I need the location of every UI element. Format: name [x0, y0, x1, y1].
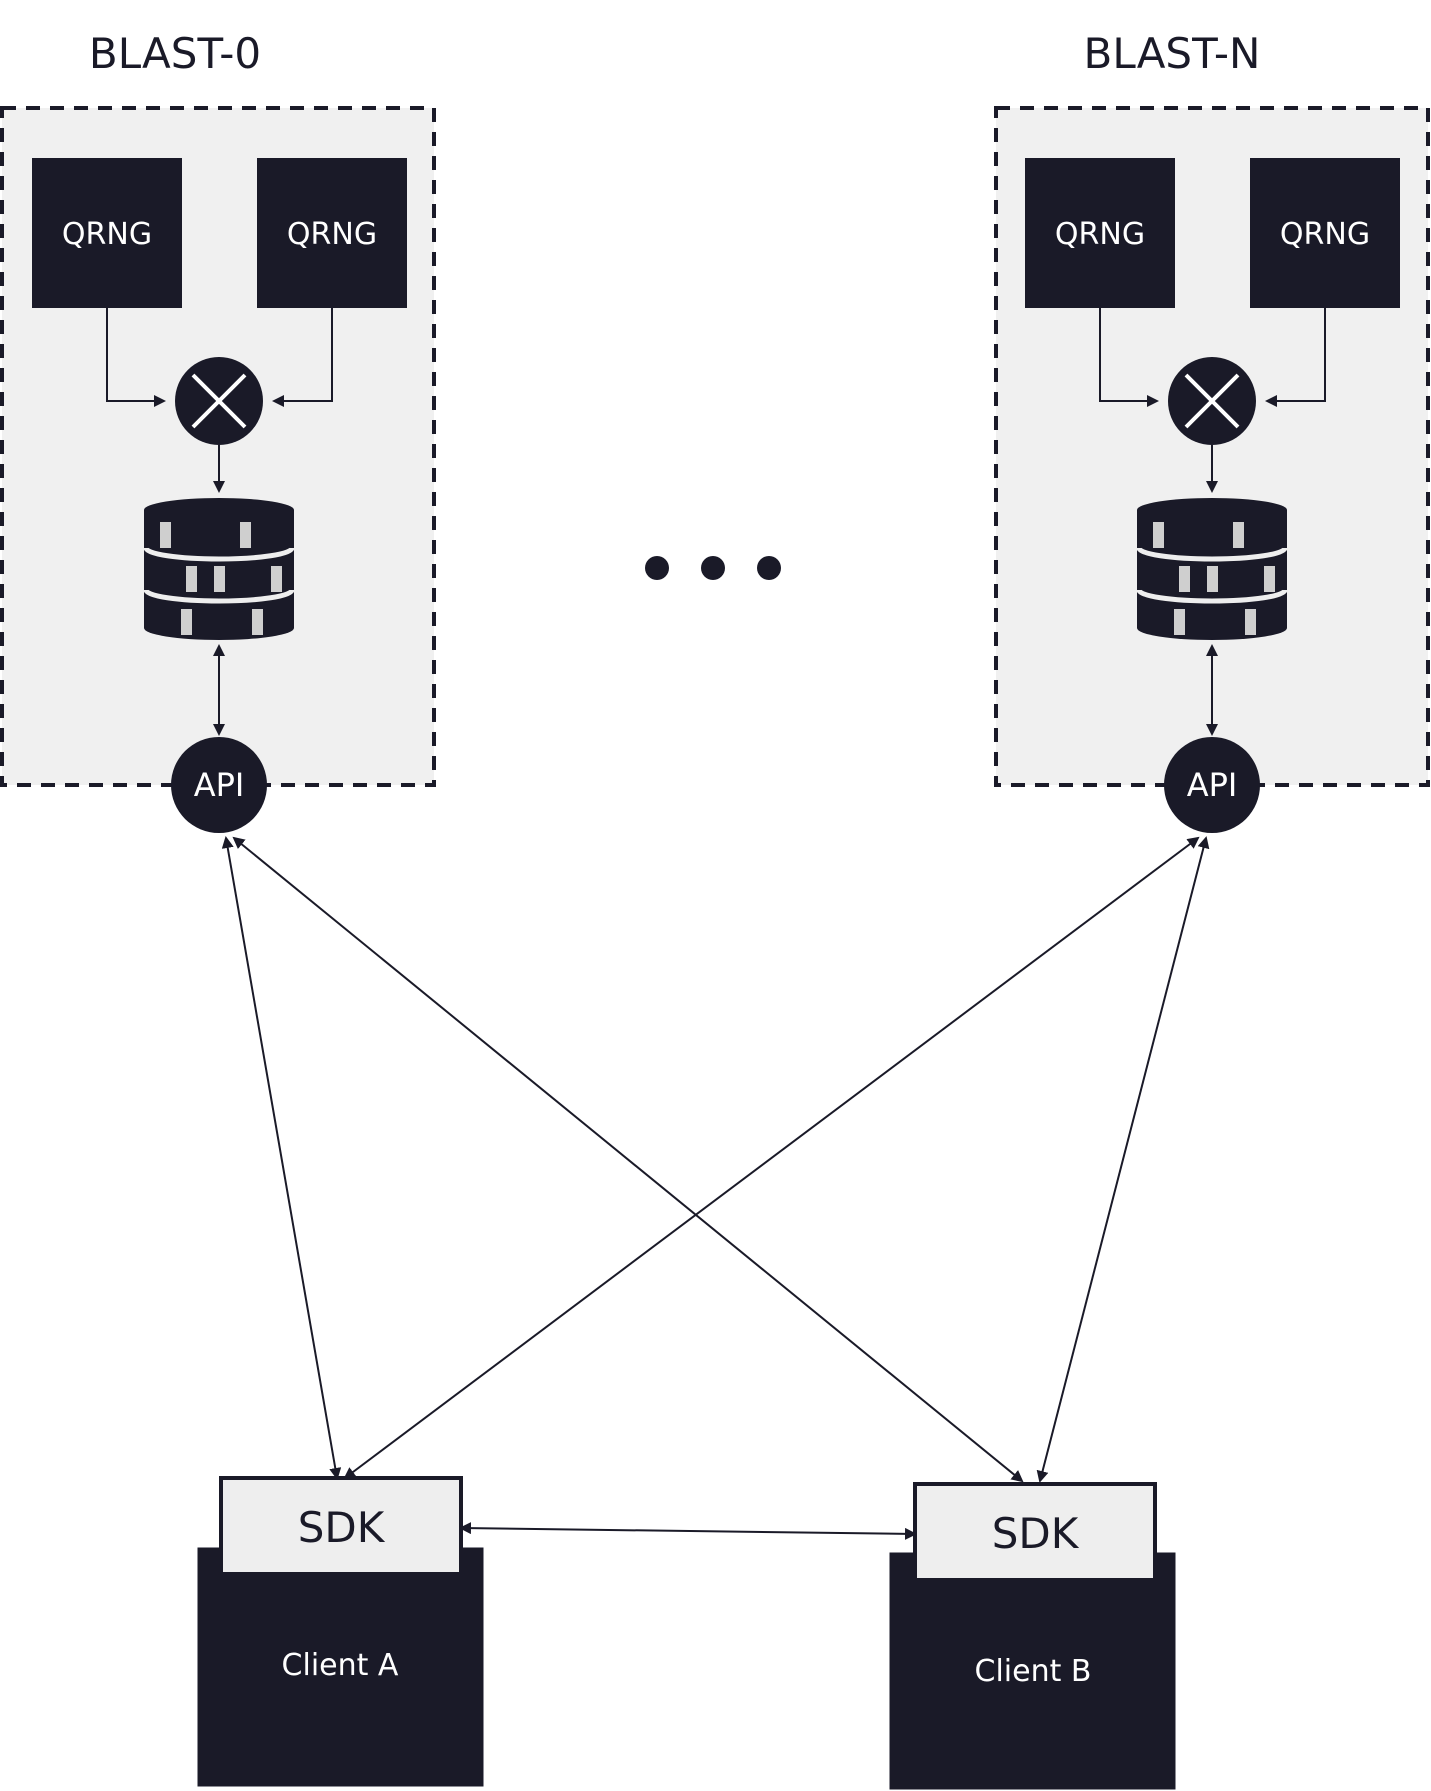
connector-line	[1265, 308, 1326, 407]
qrng-label: QRNG	[1055, 217, 1145, 252]
database-icon	[143, 498, 295, 640]
client-box	[194, 1544, 487, 1790]
qrng-box-right: QRNG	[1250, 158, 1400, 308]
api-label: API	[1187, 766, 1238, 804]
connection-apiN-clientB	[1036, 836, 1210, 1483]
client-box	[886, 1549, 1179, 1791]
cluster-blast-n: BLAST-N QRNG QRNG	[994, 29, 1430, 833]
cluster-title: BLAST-N	[1084, 29, 1261, 78]
xor-combiner-icon	[1168, 357, 1256, 445]
database-icon	[1136, 498, 1288, 640]
connector-line	[272, 308, 333, 407]
qrng-label: QRNG	[287, 217, 377, 252]
api-node: API	[1164, 737, 1260, 833]
client-label: Client B	[975, 1654, 1092, 1689]
connection-sdk-sdk	[459, 1522, 917, 1540]
sdk-label: SDK	[298, 1503, 386, 1552]
ellipsis-icon	[645, 556, 781, 580]
api-node: API	[171, 737, 267, 833]
connection-apiN-clientA	[343, 836, 1200, 1480]
client-b: Client B SDK	[886, 1482, 1179, 1791]
qrng-label: QRNG	[62, 217, 152, 252]
connection-api0-clientA	[221, 836, 342, 1480]
client-a: Client A SDK	[194, 1476, 487, 1790]
xor-combiner-icon	[175, 357, 263, 445]
cluster-title: BLAST-0	[89, 29, 261, 78]
sdk-label: SDK	[992, 1509, 1080, 1558]
qrng-box-left: QRNG	[32, 158, 182, 308]
qrng-box-right: QRNG	[257, 158, 407, 308]
connector-line	[106, 308, 166, 407]
api-label: API	[194, 766, 245, 804]
qrng-box-left: QRNG	[1025, 158, 1175, 308]
sdk-box: SDK	[219, 1476, 463, 1576]
client-label: Client A	[282, 1648, 399, 1683]
qrng-label: QRNG	[1280, 217, 1370, 252]
sdk-box: SDK	[913, 1482, 1157, 1582]
cluster-blast-0: BLAST-0 QRNG QRNG	[0, 29, 436, 833]
connector-line	[1099, 308, 1159, 407]
connection-api0-clientB	[232, 836, 1024, 1483]
